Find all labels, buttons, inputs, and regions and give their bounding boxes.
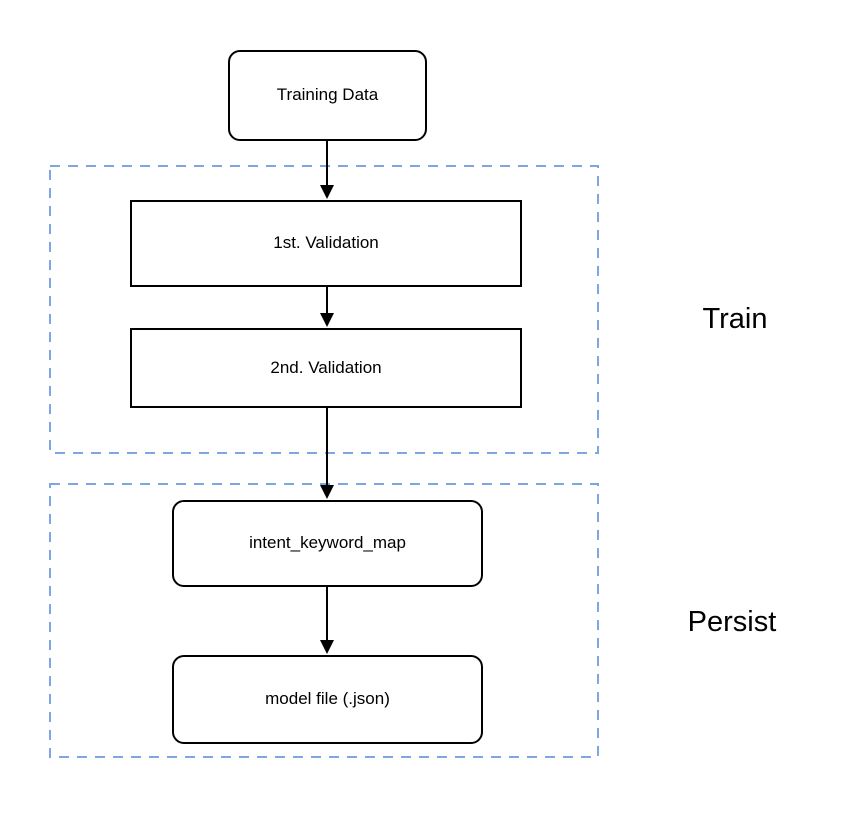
node-label: 1st. Validation <box>273 233 379 253</box>
edge-second-validation-to-intent-map <box>320 408 334 499</box>
edge-intent-map-to-model-file <box>320 587 334 654</box>
node-model-file: model file (.json) <box>172 655 483 744</box>
node-label: model file (.json) <box>265 689 390 709</box>
node-training-data: Training Data <box>228 50 427 141</box>
node-label: 2nd. Validation <box>270 357 382 377</box>
arrow-down-icon <box>320 185 334 199</box>
node-label: intent_keyword_map <box>249 533 406 553</box>
arrow-down-icon <box>320 313 334 327</box>
train-group-border <box>49 165 599 454</box>
arrow-down-icon <box>320 640 334 654</box>
persist-group-label: Persist <box>687 606 777 638</box>
train-group-label: Train <box>702 303 768 335</box>
persist-group-border <box>49 483 599 758</box>
node-label: Training Data <box>276 85 379 105</box>
edge-training-to-first-validation <box>320 141 334 199</box>
edge-first-to-second-validation <box>320 287 334 327</box>
node-first-validation: 1st. Validation <box>130 200 522 287</box>
node-second-validation: 2nd. Validation <box>130 328 522 408</box>
node-intent-keyword-map: intent_keyword_map <box>172 500 483 587</box>
arrow-down-icon <box>320 485 334 499</box>
